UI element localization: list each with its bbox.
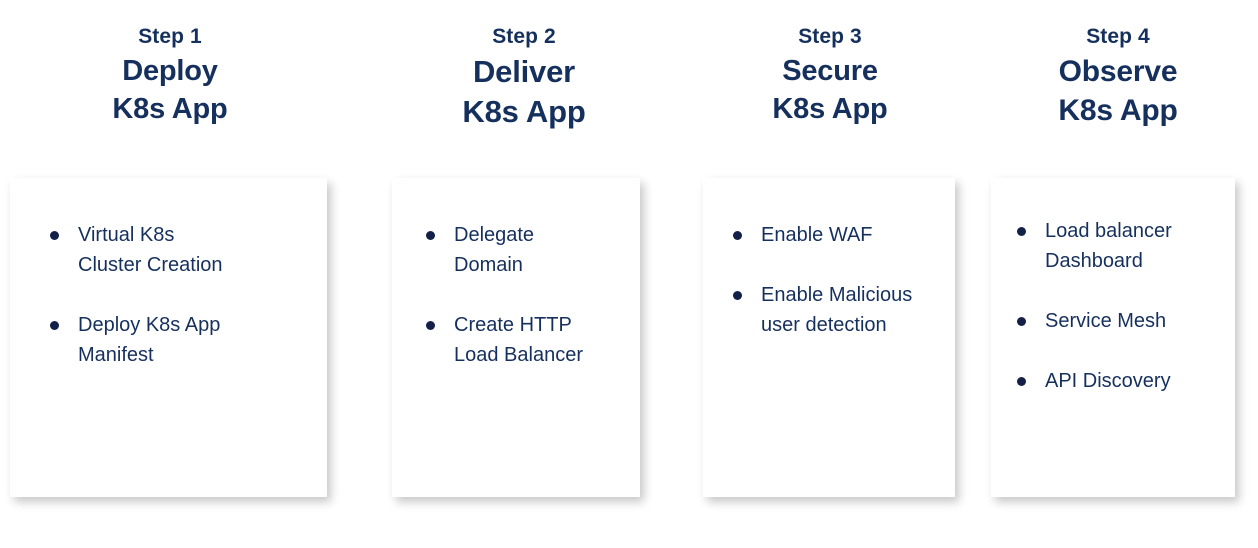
step-title-1: Deploy K8s App (112, 55, 228, 125)
list-item: Enable Malicious user detection (733, 280, 945, 340)
step-title-4: Observe K8s App (1058, 55, 1178, 127)
step-title-3: Secure K8s App (772, 55, 888, 125)
step-header-3: Step 3 Secure K8s App (690, 22, 970, 128)
step-column-2: Step 2 Deliver K8s App Delegate Domain C… (378, 0, 670, 548)
list-item: API Discovery (1017, 366, 1229, 396)
bullet-dot-icon (50, 321, 59, 330)
step-header-4: Step 4 Observe K8s App (978, 22, 1258, 130)
step-header-1: Step 1 Deploy K8s App (0, 22, 340, 128)
bullet-dot-icon (50, 231, 59, 240)
step-column-3: Step 3 Secure K8s App Enable WAF Enable … (690, 0, 970, 548)
step-column-1: Step 1 Deploy K8s App Virtual K8s Cluste… (0, 0, 340, 548)
list-item: Deploy K8s App Manifest (50, 310, 309, 370)
list-item-label: Virtual K8s Cluster Creation (78, 224, 223, 276)
bullet-dot-icon (1017, 317, 1026, 326)
list-item-label: Service Mesh (1045, 310, 1167, 332)
step-title-2: Deliver K8s App (462, 54, 586, 129)
list-item-label: API Discovery (1045, 370, 1171, 392)
bullet-dot-icon (1017, 227, 1026, 236)
list-item-label: Deploy K8s App Manifest (78, 314, 221, 366)
step-eyebrow-2: Step 2 (492, 25, 556, 48)
step-eyebrow-4: Step 4 (1086, 25, 1150, 48)
step-bullet-list-1: Virtual K8s Cluster Creation Deploy K8s … (10, 178, 327, 370)
list-item: Delegate Domain (426, 220, 628, 280)
bullet-dot-icon (733, 231, 742, 240)
bullet-dot-icon (426, 321, 435, 330)
list-item-label: Enable WAF (761, 224, 873, 246)
list-item-label: Load balancer Dashboard (1045, 220, 1172, 272)
step-bullet-list-2: Delegate Domain Create HTTP Load Balance… (392, 178, 640, 370)
step-card-1[interactable]: Virtual K8s Cluster Creation Deploy K8s … (10, 178, 327, 497)
step-eyebrow-1: Step 1 (138, 25, 202, 48)
list-item-label: Delegate Domain (454, 224, 535, 276)
list-item: Enable WAF (733, 220, 945, 250)
step-bullet-list-4: Load balancer Dashboard Service Mesh API… (991, 178, 1235, 396)
step-card-3[interactable]: Enable WAF Enable Malicious user detecti… (703, 178, 955, 497)
list-item: Load balancer Dashboard (1017, 216, 1229, 276)
step-header-2: Step 2 Deliver K8s App (378, 22, 670, 132)
bullet-dot-icon (733, 291, 742, 300)
bullet-dot-icon (426, 231, 435, 240)
list-item-label: Create HTTP Load Balancer (454, 314, 583, 366)
step-card-2[interactable]: Delegate Domain Create HTTP Load Balance… (392, 178, 640, 497)
list-item: Service Mesh (1017, 306, 1229, 336)
step-card-4[interactable]: Load balancer Dashboard Service Mesh API… (991, 178, 1235, 497)
step-bullet-list-3: Enable WAF Enable Malicious user detecti… (703, 178, 955, 340)
list-item: Virtual K8s Cluster Creation (50, 220, 309, 280)
list-item-label: Enable Malicious user detection (761, 284, 913, 336)
step-column-4: Step 4 Observe K8s App Load balancer Das… (978, 0, 1258, 548)
list-item: Create HTTP Load Balancer (426, 310, 628, 370)
step-eyebrow-3: Step 3 (798, 25, 862, 48)
bullet-dot-icon (1017, 377, 1026, 386)
